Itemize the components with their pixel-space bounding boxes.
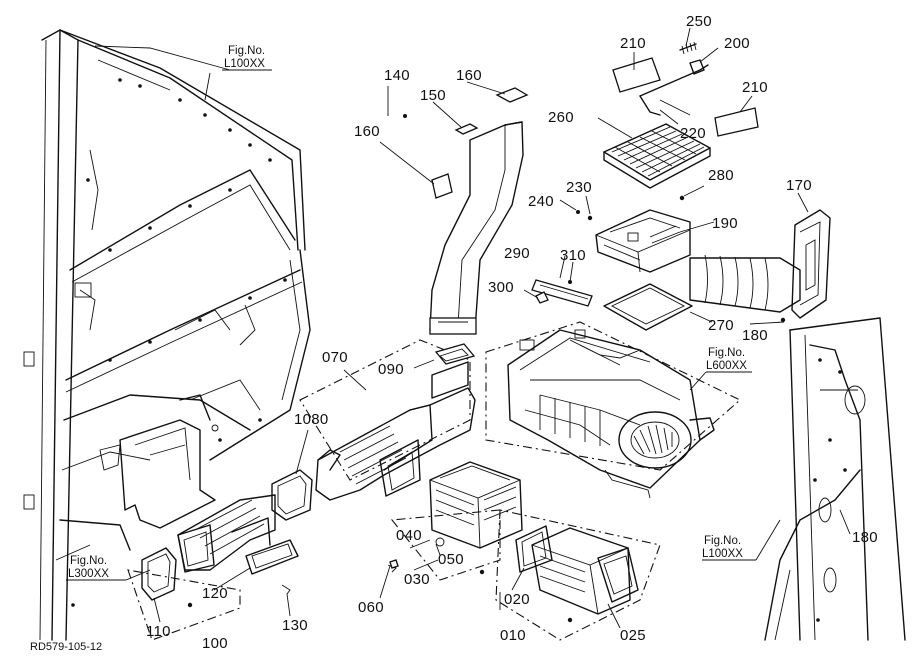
label-030: 030 — [404, 571, 430, 588]
cab-frame-right — [764, 317, 906, 641]
gasket-1080 — [271, 469, 313, 521]
ref-l300-line2: L300XX — [68, 568, 109, 580]
figure-references: Fig.No. L100XX Fig.No. L600XX Fig.No. L3… — [68, 45, 747, 580]
label-060: 060 — [358, 599, 384, 616]
pad-160-left — [431, 173, 453, 199]
label-210a: 210 — [620, 35, 646, 52]
label-070: 070 — [322, 349, 348, 366]
label-040: 040 — [396, 527, 422, 544]
duct-140 — [429, 121, 524, 335]
ref-l300-line1: Fig.No. — [70, 555, 107, 567]
ref-l600-line1: Fig.No. — [708, 347, 745, 359]
lid-assembly — [612, 41, 759, 137]
ref-l600-line2: L600XX — [706, 360, 747, 372]
cab-frame-left — [23, 29, 311, 641]
label-100: 100 — [202, 635, 228, 652]
filter-260 — [603, 123, 711, 189]
ref-l100-right-line2: L100XX — [702, 548, 743, 560]
clip-050 — [435, 537, 445, 547]
label-130: 130 — [282, 617, 308, 634]
label-050: 050 — [438, 551, 464, 568]
label-180a: 180 — [742, 327, 768, 344]
reference-underlines — [66, 69, 756, 581]
label-240: 240 — [528, 193, 554, 210]
label-170: 170 — [786, 177, 812, 194]
duct-030 — [429, 461, 523, 549]
label-210b: 210 — [742, 79, 768, 96]
label-290: 290 — [504, 245, 530, 262]
label-220: 220 — [680, 125, 706, 142]
duct-010 — [531, 527, 639, 615]
heater-unit — [507, 329, 715, 499]
label-010: 010 — [500, 627, 526, 644]
label-150: 150 — [420, 87, 446, 104]
label-090: 090 — [378, 361, 404, 378]
label-190: 190 — [712, 215, 738, 232]
ref-l100-top-line1: Fig.No. — [228, 45, 265, 57]
label-110: 110 — [146, 623, 171, 640]
case-190 — [576, 195, 691, 273]
leader-lines — [125, 27, 851, 629]
label-200: 200 — [724, 35, 750, 52]
label-1080: 1080 — [294, 411, 329, 428]
label-250: 250 — [686, 13, 712, 30]
ref-l100-top-line2: L100XX — [224, 58, 265, 70]
label-230: 230 — [566, 179, 592, 196]
label-260: 260 — [548, 109, 574, 126]
label-300: 300 — [488, 279, 514, 296]
label-160b: 160 — [354, 123, 380, 140]
label-310: 310 — [560, 247, 586, 264]
duct-030-box — [390, 509, 501, 581]
label-270: 270 — [708, 317, 734, 334]
heater-unit-box — [485, 321, 741, 471]
gasket-110 — [141, 547, 177, 601]
duct-100-box — [127, 569, 241, 641]
label-020: 020 — [504, 591, 530, 608]
duct-010-box — [495, 509, 661, 641]
gasket-270 — [603, 283, 693, 331]
part-labels: 210 250 200 210 140 160 150 160 260 220 … — [146, 13, 878, 652]
gasket-120 — [245, 539, 299, 575]
strip-290 — [531, 279, 593, 307]
pad-150 — [454, 123, 479, 135]
pad-160-top — [495, 87, 529, 103]
ref-l100-right-line1: Fig.No. — [704, 535, 741, 547]
duct-070 — [315, 361, 476, 501]
drawing-code: RD579-105-12 — [30, 641, 102, 653]
duct-100 — [177, 494, 276, 573]
screw-300 — [535, 291, 549, 304]
pad-090 — [434, 343, 476, 365]
gasket-020 — [515, 525, 553, 573]
heater-bracket — [99, 394, 219, 529]
label-140: 140 — [384, 67, 410, 84]
label-180b: 180 — [852, 529, 878, 546]
label-120: 120 — [202, 585, 228, 602]
label-025: 025 — [620, 627, 646, 644]
label-280: 280 — [708, 167, 734, 184]
screw-060 — [389, 559, 399, 569]
bellows-170 — [689, 209, 831, 323]
label-160a: 160 — [456, 67, 482, 84]
